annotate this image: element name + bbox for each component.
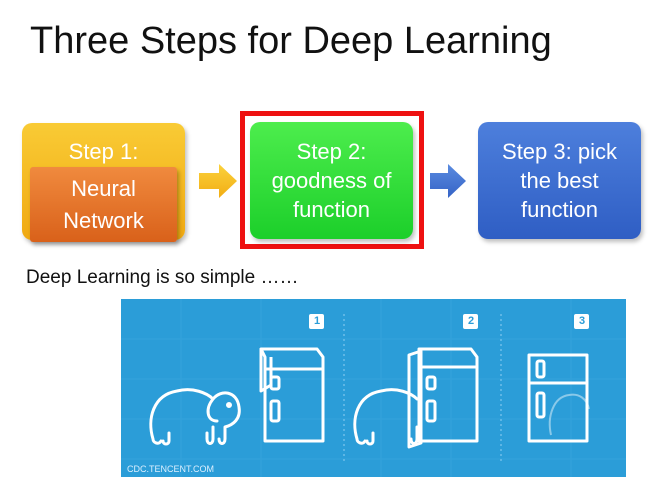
fridge-icon [527,353,589,443]
arrow-right-icon [430,164,466,198]
fridge-icon [407,347,479,449]
elephant-fridge-illustration: 1 2 3 CDC.TENCENT.COM [121,299,626,477]
arrow-right-icon [199,164,237,198]
step-1-sub-box: Neural Network [30,167,177,242]
elephant-icon [149,388,241,446]
step-1-sub-label: Neural Network [63,175,144,233]
step-2-label: Step 2: goodness of function [271,139,392,222]
step-1-label: Step 1: [68,139,139,164]
caption-text: Deep Learning is so simple …… [26,267,299,288]
step-3-label: Step 3: pick the best function [502,139,617,222]
elephant-icon [353,388,419,446]
panel-number-2: 2 [468,315,475,327]
fridge-icon [259,347,325,443]
slide-title: Three Steps for Deep Learning [30,20,552,62]
illustration-svg [121,299,626,477]
highlight-frame [240,111,424,249]
step-2-box: Step 2: goodness of function [250,122,413,239]
panel-number-3: 3 [579,315,586,327]
elephant-icon [548,393,590,436]
panel-number-1: 1 [314,315,321,327]
image-credit: CDC.TENCENT.COM [127,464,214,474]
step-3-box: Step 3: pick the best function [478,122,641,239]
panel-number-badges [309,314,589,329]
